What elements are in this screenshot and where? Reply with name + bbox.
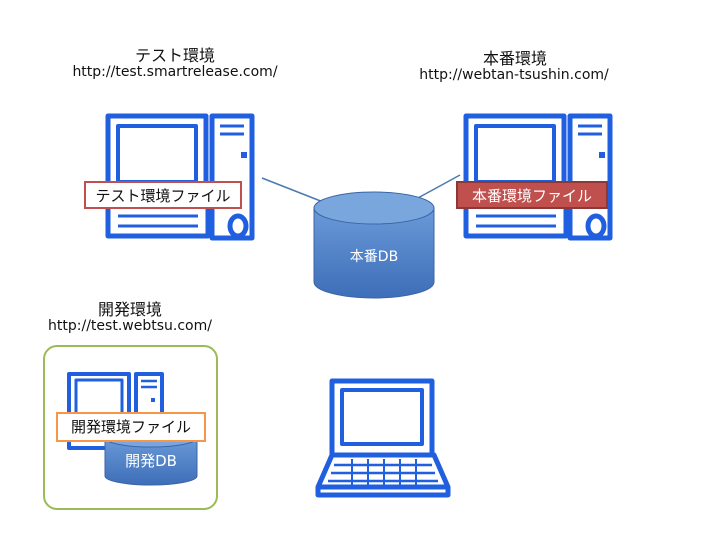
test-env-file-label: テスト環境ファイル <box>84 181 242 209</box>
prod-env-title: 本番環境 <box>482 49 547 68</box>
test-env-url: http://test.smartrelease.com/ <box>72 64 278 80</box>
laptop-computer-icon <box>315 378 451 498</box>
prod-env-file-label: 本番環境ファイル <box>456 181 608 209</box>
dev-env-file-label: 開発環境ファイル <box>56 412 206 442</box>
prod-desktop-computer-icon <box>463 113 613 241</box>
dev-env-url: http://test.webtsu.com/ <box>48 318 212 334</box>
test-desktop-computer-icon <box>105 113 255 241</box>
production-database-icon <box>313 191 435 299</box>
test-env-title: テスト環境 <box>134 46 215 65</box>
production-db-label: 本番DB <box>349 249 399 265</box>
dev-db-label: 開発DB <box>125 452 177 470</box>
prod-env-url: http://webtan-tsushin.com/ <box>419 67 609 83</box>
dev-env-title: 開発環境 <box>97 300 162 319</box>
